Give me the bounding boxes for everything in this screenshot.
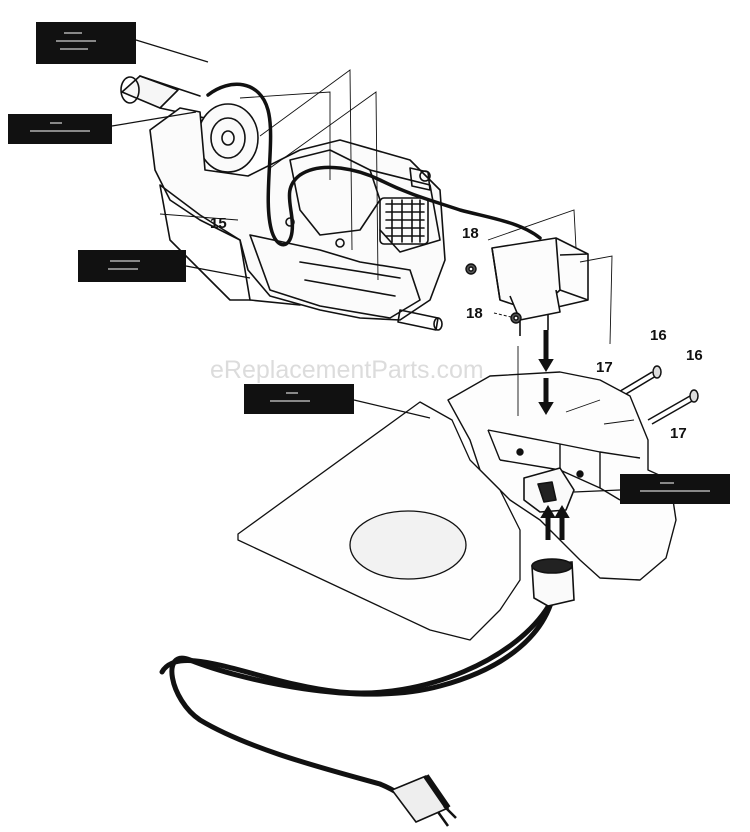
callout-leaders [111,39,621,493]
callout-box-1 [36,22,136,64]
power-cord [159,597,555,803]
cord-plug-end [390,774,457,827]
part-number-17-upper: 17 [596,359,613,376]
part-number-17-lower: 17 [670,425,687,442]
callout-box-5 [620,474,730,504]
leader-18-lower [493,312,512,318]
part-number-16-upper: 16 [650,327,667,344]
callout-box-4 [244,384,354,414]
cord-plug-top [531,558,575,607]
callout-box-3 [78,250,186,282]
reference-lines [159,69,635,425]
part-number-15: 15 [210,215,227,232]
part-number-18-lower: 18 [466,305,483,322]
callout-box-2 [8,114,112,144]
control-box [491,237,589,336]
nut-18-upper [465,263,477,275]
power-connector-socket [523,467,575,513]
base-plate [237,401,521,641]
motor-assembly [120,75,446,331]
assembly-arrows [538,330,570,540]
watermark: eReplacementParts.com [210,356,484,384]
nut-18-lower [510,312,522,324]
motor-wire [206,82,542,247]
part-number-16-lower: 16 [686,347,703,364]
bolt-16-lower [647,389,699,425]
part-number-18-upper: 18 [462,225,479,242]
